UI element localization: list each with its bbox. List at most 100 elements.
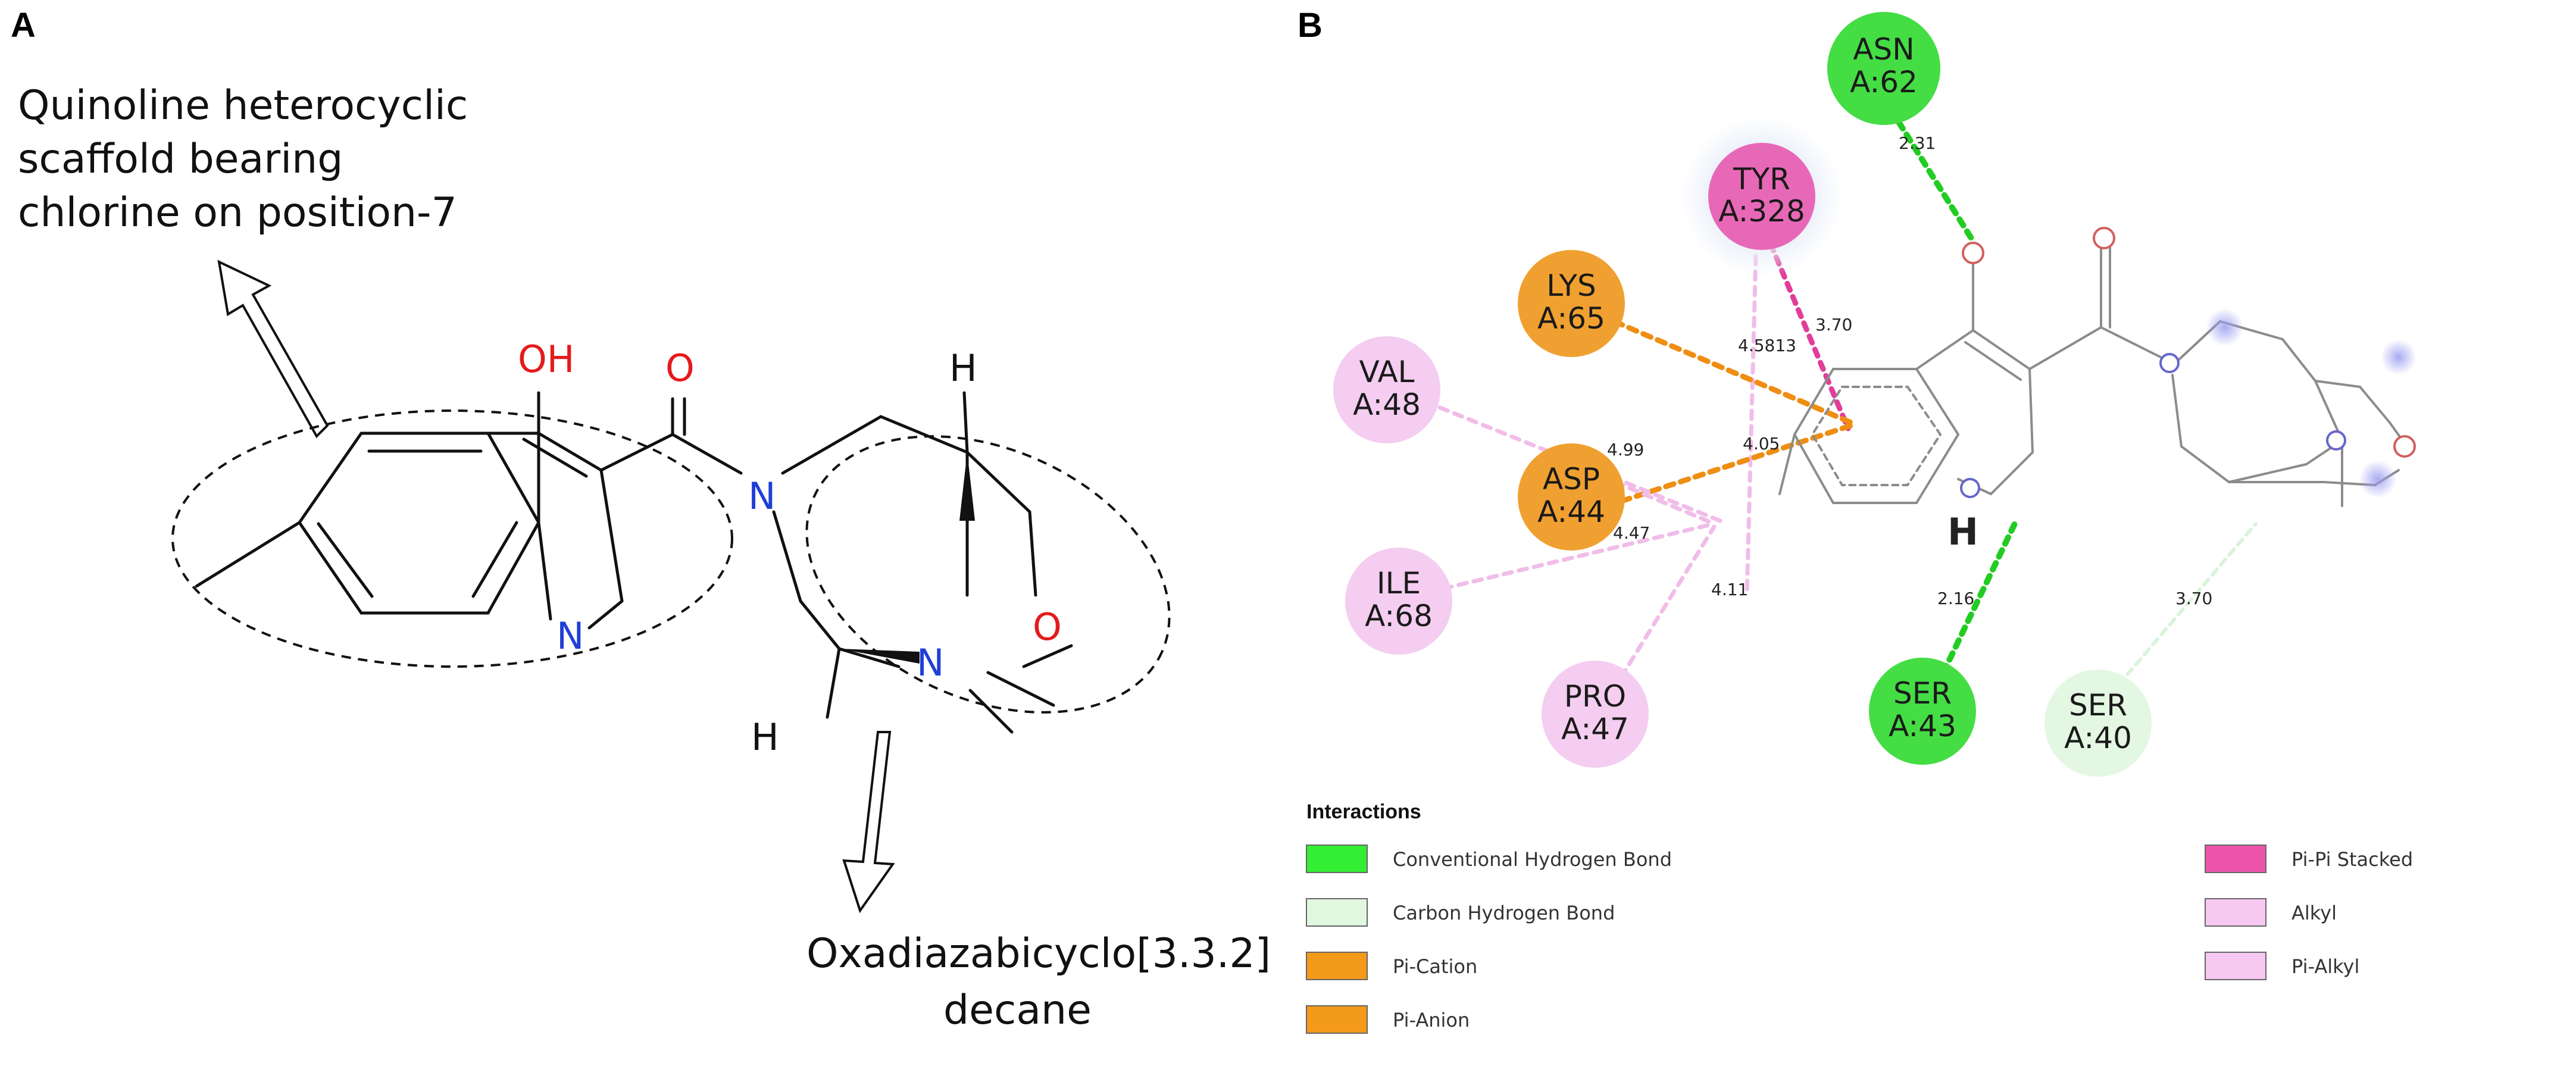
ligand-n-ring bbox=[1960, 478, 1980, 498]
residue-ser43: SER A:43 bbox=[1869, 658, 1976, 765]
residue-pro47-name: PRO bbox=[1564, 679, 1626, 714]
dist-pro: 4.11 bbox=[1711, 580, 1748, 599]
panel-b-label: B bbox=[1298, 6, 1323, 45]
legend-item-pi-pi-stacked: Pi-Pi Stacked bbox=[2205, 845, 2413, 873]
atom-oh: OH bbox=[518, 337, 574, 381]
dist-ser40: 3.70 bbox=[2175, 589, 2212, 608]
legend-swatch bbox=[1306, 845, 1368, 873]
legend-item-conventional-hbond: Conventional Hydrogen Bond bbox=[1306, 845, 1672, 873]
residue-tyr328-disc bbox=[1708, 143, 1815, 250]
residue-asn62: ASN A:62 bbox=[1827, 12, 1940, 125]
caption-top-line-1: Quinoline heterocyclic bbox=[18, 82, 468, 129]
residue-ile68-chain: A:68 bbox=[1365, 599, 1433, 633]
arrow-to-caption-icon bbox=[217, 259, 329, 439]
residue-ser40-disc bbox=[2044, 670, 2152, 777]
residue-asn62-chain: A:62 bbox=[1850, 65, 1918, 99]
caption-bottom-line-2: decane bbox=[943, 987, 1092, 1034]
ligand-glow-1 bbox=[2206, 308, 2244, 346]
residue-ile68: ILE A:68 bbox=[1345, 548, 1452, 655]
residue-ile68-name: ILE bbox=[1377, 566, 1421, 601]
residue-tyr328-name: TYR bbox=[1733, 162, 1790, 196]
dist-tyr-stack: 3.70 bbox=[1815, 315, 1852, 334]
dist-asn62: 2.31 bbox=[1899, 133, 1936, 153]
legend-item-pi-anion: Pi-Anion bbox=[1306, 1005, 1470, 1034]
residue-tyr328-chain: A:328 bbox=[1718, 194, 1805, 229]
ligand-h: H bbox=[1947, 510, 1978, 553]
panel-a-label: A bbox=[11, 6, 36, 45]
residue-val48-name: VAL bbox=[1359, 355, 1414, 389]
legend-label: Pi-Cation bbox=[1393, 955, 1477, 978]
residue-ser43-name: SER bbox=[1893, 676, 1952, 711]
ligand-n-amide bbox=[2159, 353, 2180, 373]
legend-swatch bbox=[1306, 898, 1368, 927]
legend-label: Conventional Hydrogen Bond bbox=[1393, 848, 1672, 871]
legend-swatch bbox=[2205, 952, 2266, 980]
wedge-bond-bottom bbox=[839, 649, 920, 664]
distance-labels: 2.31 3.70 4.5813 4.99 4.05 4.47 4.11 2.1… bbox=[1607, 133, 2212, 608]
legend-label: Pi-Anion bbox=[1393, 1009, 1470, 1031]
legend-item-carbon-hbond: Carbon Hydrogen Bond bbox=[1306, 898, 1615, 927]
residue-ser40-chain: A:40 bbox=[2064, 721, 2132, 755]
alkyl-ile68 bbox=[1426, 521, 1717, 595]
ligand-n-bridge bbox=[2326, 430, 2346, 451]
residue-lys65-disc bbox=[1518, 250, 1625, 357]
residue-pro47: PRO A:47 bbox=[1542, 661, 1649, 768]
bicyclo-scaffold-outline bbox=[805, 435, 1171, 714]
pianion-asp44 bbox=[1604, 423, 1854, 509]
ligand-atoms bbox=[1960, 227, 2416, 498]
residues: ASN A:62 TYR A:328 LYS A:65 VAL A:48 bbox=[1333, 12, 2152, 777]
residue-pro47-chain: A:47 bbox=[1561, 712, 1629, 746]
quinoline-structure bbox=[195, 391, 743, 630]
legend-item-pi-cation: Pi-Cation bbox=[1306, 952, 1477, 980]
residue-asp44-chain: A:44 bbox=[1537, 495, 1605, 529]
residue-asp44-name: ASP bbox=[1543, 462, 1600, 496]
legend-label: Pi-Pi Stacked bbox=[2291, 848, 2413, 871]
residue-ser43-disc bbox=[1869, 658, 1976, 765]
ligand-glow-3 bbox=[2359, 460, 2397, 498]
interactions-legend: Interactions Conventional Hydrogen Bond … bbox=[1306, 800, 2413, 1034]
ligand-o-ether bbox=[2393, 435, 2416, 458]
pication-lys65 bbox=[1583, 307, 1854, 426]
atom-amide-n: N bbox=[748, 474, 776, 518]
residue-asn62-disc bbox=[1827, 12, 1940, 125]
ligand-o-4 bbox=[1962, 242, 1984, 264]
legend-swatch bbox=[1306, 952, 1368, 980]
dist-asp-b: 4.05 bbox=[1743, 434, 1780, 454]
residue-val48: VAL A:48 bbox=[1333, 336, 1440, 443]
ligand-skeleton bbox=[1778, 243, 2406, 507]
residue-lys65: LYS A:65 bbox=[1518, 250, 1625, 357]
residue-ser40: SER A:40 bbox=[2044, 670, 2152, 777]
legend-swatch bbox=[2205, 898, 2266, 927]
legend-label: Alkyl bbox=[2291, 902, 2337, 924]
legend-item-alkyl: Alkyl bbox=[2205, 898, 2337, 927]
atom-carbonyl-o: O bbox=[665, 346, 695, 390]
wedge-bond-top bbox=[959, 452, 975, 521]
legend-title: Interactions bbox=[1306, 800, 1421, 823]
legend-label: Pi-Alkyl bbox=[2291, 955, 2359, 978]
chbond-ser40 bbox=[2117, 522, 2258, 686]
atom-bridge-n: N bbox=[917, 641, 944, 684]
arrow-to-bicyclo-caption-icon bbox=[842, 731, 895, 914]
dist-overlap: 4.5813 bbox=[1738, 336, 1796, 355]
quinoline-scaffold-outline bbox=[171, 409, 733, 668]
residue-pro47-disc bbox=[1542, 661, 1649, 768]
residue-ser43-chain: A:43 bbox=[1889, 709, 1956, 743]
dist-ile: 4.47 bbox=[1613, 523, 1650, 543]
caption-bottom-line-1: Oxadiazabicyclo[3.3.2] bbox=[806, 930, 1271, 977]
legend-swatch bbox=[1306, 1005, 1368, 1034]
ligand-glow-2 bbox=[2381, 339, 2416, 375]
panel-a: A Quinoline heterocyclic scaffold bearin… bbox=[11, 6, 1271, 1034]
caption-bicyclo: Oxadiazabicyclo[3.3.2] decane bbox=[806, 930, 1271, 1034]
residue-tyr328: TYR A:328 bbox=[1681, 116, 1842, 277]
dist-ser43: 2.16 bbox=[1937, 589, 1974, 608]
alkyl-pro47 bbox=[1611, 524, 1717, 693]
residue-asp44: ASP A:44 bbox=[1518, 443, 1625, 551]
legend-item-pi-alkyl: Pi-Alkyl bbox=[2205, 952, 2359, 980]
residue-asn62-name: ASN bbox=[1853, 32, 1914, 67]
caption-top-line-3: chlorine on position-7 bbox=[18, 189, 457, 236]
caption-top-line-2: scaffold bearing bbox=[18, 136, 343, 183]
alkyl-tyr-down bbox=[1745, 254, 1758, 598]
ligand-o-carbonyl bbox=[2093, 227, 2115, 249]
residue-val48-chain: A:48 bbox=[1353, 387, 1421, 422]
